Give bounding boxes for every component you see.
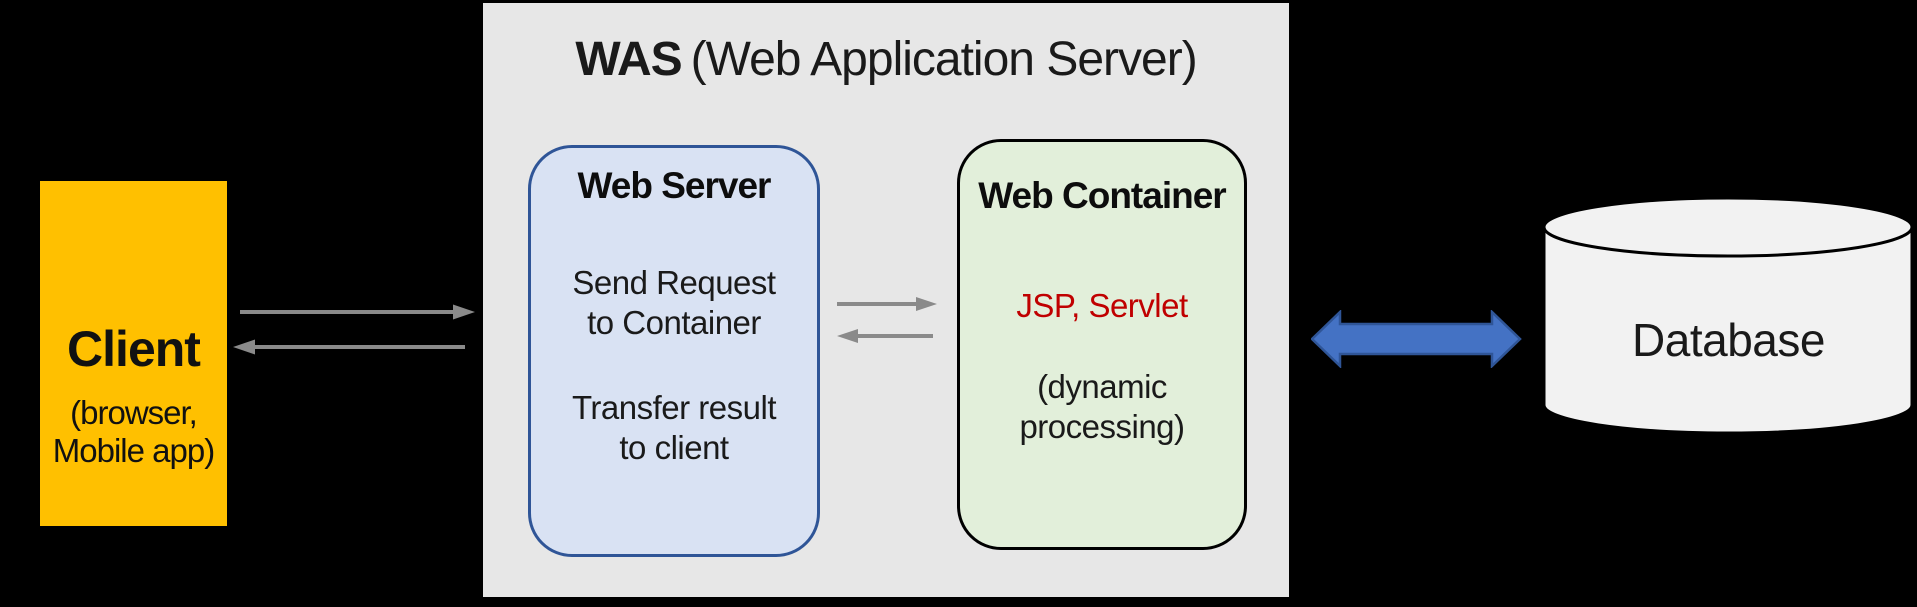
- client-subtitle-line1: (browser,: [70, 394, 198, 431]
- client-title: Client: [67, 321, 201, 377]
- was-database-double-arrow: [1311, 310, 1522, 368]
- web-container-title: Web Container: [978, 175, 1226, 216]
- was-title-acronym: WAS: [575, 33, 682, 86]
- was-title: WAS(Web Application Server): [483, 31, 1289, 89]
- server-to-container-arrow: [837, 297, 937, 311]
- web-server-title: Web Server: [577, 165, 772, 206]
- web-server-note-request-line2: to Container: [587, 304, 761, 341]
- was-title-expansion: (Web Application Server): [690, 33, 1198, 86]
- web-server-note-request-line1: Send Request: [572, 264, 776, 301]
- web-container-note-line1: (dynamic: [1037, 368, 1167, 405]
- client-box: Client (browser, Mobile app): [40, 181, 227, 526]
- client-subtitle-line2: Mobile app): [52, 432, 215, 469]
- database-label: Database: [1632, 314, 1825, 366]
- client-subtitle: (browser, Mobile app): [40, 394, 227, 470]
- container-to-server-arrow: [837, 329, 933, 343]
- was-box: WAS(Web Application Server) Web Server S…: [483, 3, 1289, 597]
- web-server-note-transfer: Transfer result to client: [531, 388, 817, 468]
- client-request-arrow: [240, 304, 475, 320]
- web-server-box: Web Server Send Request to Container Tra…: [528, 145, 820, 557]
- web-server-note-request: Send Request to Container: [531, 263, 817, 343]
- web-server-note-transfer-line2: to client: [619, 429, 729, 466]
- web-container-box: Web Container JSP, Servlet (dynamic proc…: [957, 139, 1247, 550]
- client-response-arrow: [233, 339, 465, 355]
- web-server-note-transfer-line1: Transfer result: [571, 389, 777, 426]
- jsp-servlet-label: JSP, Servlet: [1016, 287, 1188, 324]
- web-container-note-line2: processing): [1019, 408, 1185, 445]
- database-cylinder: [1542, 196, 1914, 435]
- web-container-note: (dynamic processing): [960, 367, 1244, 447]
